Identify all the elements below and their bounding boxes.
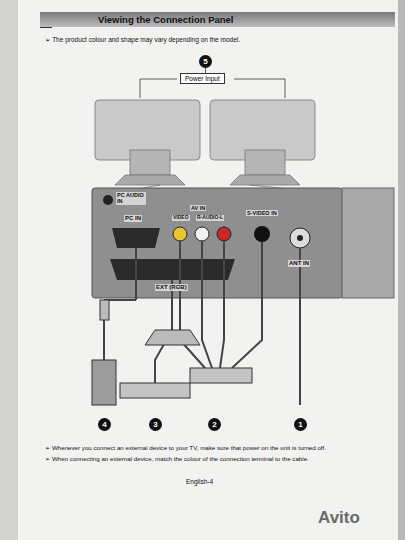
port-label: PC AUDIO IN — [116, 192, 146, 205]
section-header: Viewing the Connection Panel — [40, 12, 395, 27]
note-text: ➢ Whenever you connect an external devic… — [45, 444, 390, 451]
port-label: R-AUDIO-L — [196, 215, 224, 221]
node-text: Viewing the Connection Panel — [98, 14, 233, 25]
callout-number: 2 — [208, 418, 221, 431]
port-label: EXT (RGB) — [155, 284, 188, 291]
page-number: English-4 — [186, 478, 213, 485]
node-text: 4 — [102, 420, 106, 429]
callout-number: 4 — [98, 418, 111, 431]
note-text: ➢ When connecting an external device, ma… — [45, 455, 390, 462]
watermark: Avito — [318, 508, 360, 528]
node-text: 5 — [203, 57, 207, 66]
port-label: PC IN — [124, 215, 142, 222]
power-input-box: Power Input — [180, 73, 225, 84]
note-text: ➢ The product colour and shape may vary … — [45, 36, 385, 43]
callout-number: 5 — [199, 55, 212, 68]
node-text: 1 — [298, 420, 302, 429]
callout-number: 3 — [149, 418, 162, 431]
callout-number: 1 — [294, 418, 307, 431]
port-label: S-VIDEO IN — [246, 210, 278, 216]
node-text: Power Input — [185, 75, 220, 82]
port-label: AV IN — [190, 205, 206, 211]
node-text: 2 — [212, 420, 216, 429]
port-label: VIDEO — [172, 215, 190, 221]
port-label: ANT IN — [288, 260, 310, 267]
node-text: 3 — [153, 420, 157, 429]
